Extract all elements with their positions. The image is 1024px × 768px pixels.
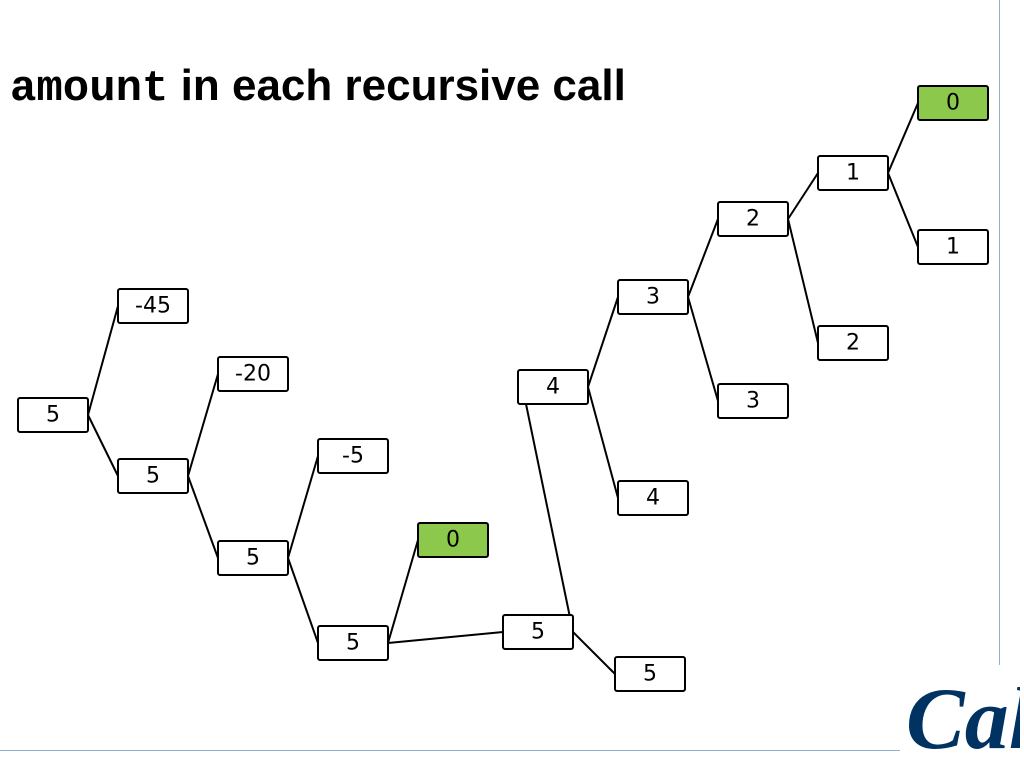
- tree-edges: [87, 102, 919, 675]
- node-box: [517, 369, 589, 405]
- node-value: 4: [646, 486, 660, 511]
- tree-edge-n16-n19: [887, 172, 919, 248]
- node-value: -5: [342, 444, 364, 469]
- tree-edge-n9-n10: [525, 403, 571, 616]
- base-case-node: 0: [917, 85, 989, 121]
- call-node: 5: [317, 625, 389, 661]
- node-box: [317, 625, 389, 661]
- call-node: -20: [217, 356, 289, 392]
- call-node: 4: [517, 369, 589, 405]
- tree-edge-n9-n11: [572, 631, 616, 675]
- tree-edge-n3-n5: [187, 475, 219, 559]
- call-node: 3: [717, 383, 789, 419]
- node-box: [502, 614, 574, 650]
- node-value: 2: [746, 207, 760, 232]
- call-node: -45: [117, 288, 189, 324]
- title-code-word: amount: [10, 64, 169, 114]
- cal-logo-text: Cal: [906, 671, 1020, 764]
- node-value: -45: [135, 294, 171, 319]
- tree-edge-n7-n9: [387, 631, 504, 644]
- call-node: 2: [817, 325, 889, 361]
- node-box: [217, 540, 289, 576]
- base-case-node: 0: [417, 522, 489, 558]
- call-node: 4: [617, 480, 689, 516]
- tree-edge-n14-n16: [787, 172, 819, 220]
- right-divider-line: [999, 0, 1000, 665]
- call-node: 1: [917, 229, 989, 265]
- node-value: 3: [746, 389, 760, 414]
- node-value: 5: [643, 662, 657, 687]
- node-box: [717, 383, 789, 419]
- node-value: 5: [346, 631, 360, 656]
- node-box: [917, 85, 989, 121]
- cal-logo: Cal: [906, 671, 1020, 764]
- node-value: 5: [146, 464, 160, 489]
- node-box: [717, 201, 789, 237]
- call-node: 5: [217, 540, 289, 576]
- call-node: 3: [617, 279, 689, 315]
- node-value: 3: [646, 285, 660, 310]
- recursion-tree: 5 -45 5 -20 5 -5 5 0 5 4 5 3 4 2 3 1 2 0 1: [17, 85, 989, 692]
- call-node: 5: [614, 656, 686, 692]
- node-box: [917, 229, 989, 265]
- node-value: -20: [235, 362, 271, 387]
- slide-title: amount in each recursive call: [10, 61, 626, 114]
- node-value: 1: [946, 235, 960, 260]
- tree-edge-n12-n15: [687, 296, 719, 402]
- call-node: 2: [717, 201, 789, 237]
- node-value: 5: [246, 546, 260, 571]
- node-box: [614, 656, 686, 692]
- call-node: 5: [502, 614, 574, 650]
- tree-edge-n10-n12: [587, 296, 619, 388]
- tree-edge-n10-n13: [587, 386, 619, 499]
- title-text: in each recursive call: [168, 61, 626, 110]
- node-box: [817, 155, 889, 191]
- node-value: 0: [946, 91, 960, 116]
- node-value: 5: [531, 620, 545, 645]
- node-value: 4: [546, 375, 560, 400]
- node-box: [817, 325, 889, 361]
- node-box: [617, 279, 689, 315]
- tree-edge-n3-n4: [187, 373, 219, 477]
- node-box: [117, 458, 189, 494]
- node-value: 5: [46, 403, 60, 428]
- node-value: 2: [846, 331, 860, 356]
- bottom-divider-line: [0, 750, 900, 751]
- tree-edge-n14-n17: [787, 218, 819, 344]
- call-node: -5: [317, 438, 389, 474]
- node-box: [17, 397, 89, 433]
- call-node: 1: [817, 155, 889, 191]
- tree-edge-n5-n6: [287, 455, 319, 559]
- node-value: 0: [446, 528, 460, 553]
- tree-edge-n12-n14: [687, 218, 719, 298]
- node-box: [217, 356, 289, 392]
- node-box: [317, 438, 389, 474]
- tree-edge-n1-n3: [87, 414, 119, 477]
- tree-edge-n5-n7: [287, 557, 319, 644]
- node-box: [417, 522, 489, 558]
- call-node: 5: [17, 397, 89, 433]
- tree-edge-n16-n18: [887, 102, 919, 174]
- node-value: 1: [846, 161, 860, 186]
- tree-edge-n7-n8: [387, 539, 419, 644]
- tree-nodes: 5 -45 5 -20 5 -5 5 0 5 4 5 3 4 2 3 1 2 0 1: [17, 85, 989, 692]
- call-node: 5: [117, 458, 189, 494]
- tree-edge-n1-n2: [87, 305, 119, 416]
- node-box: [617, 480, 689, 516]
- node-box: [117, 288, 189, 324]
